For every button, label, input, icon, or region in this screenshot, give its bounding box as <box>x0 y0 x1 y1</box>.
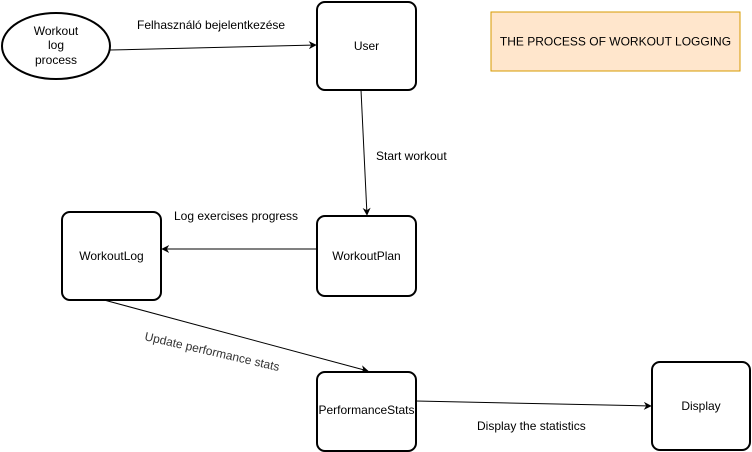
performance-stats-node[interactable]: PerformanceStats <box>316 371 417 452</box>
edge-start-workout-arrow <box>360 89 371 216</box>
edge-login-arrow <box>109 41 317 51</box>
workout-log-node-label: WorkoutLog <box>79 249 143 263</box>
edge-display-stats-label: Display the statistics <box>477 419 586 433</box>
display-node[interactable]: Display <box>651 361 751 451</box>
edge-log-progress-label: Log exercises progress <box>174 209 298 223</box>
start-node-label-line2: log <box>48 38 64 52</box>
performance-stats-node-label: PerformanceStats <box>318 403 414 417</box>
edge-login-label: Felhasználó bejelentkezése <box>137 18 285 32</box>
start-node[interactable]: Workout log process <box>1 12 111 80</box>
start-node-label-line1: Workout <box>34 24 79 38</box>
workout-plan-node[interactable]: WorkoutPlan <box>316 215 417 297</box>
edge-display-stats-arrow <box>415 400 652 410</box>
edge-update-stats-label: Update performance stats <box>143 329 281 374</box>
edge-start-workout-label: Start workout <box>376 149 447 163</box>
edge-update-stats-arrow <box>103 299 369 373</box>
edge-update-stats: Update performance stats <box>103 299 369 374</box>
display-node-label: Display <box>681 399 720 413</box>
workout-plan-node-label: WorkoutPlan <box>332 249 400 263</box>
edge-start-workout: Start workout <box>360 89 447 216</box>
edge-display-stats: Display the statistics <box>415 400 652 433</box>
title-box: THE PROCESS OF WORKOUT LOGGING <box>490 11 741 72</box>
workout-log-node[interactable]: WorkoutLog <box>61 211 162 301</box>
start-node-label-line3: process <box>35 53 77 67</box>
edge-log-progress: Log exercises progress <box>161 209 317 253</box>
user-node[interactable]: User <box>316 1 417 91</box>
edge-login: Felhasználó bejelentkezése <box>109 18 317 51</box>
user-node-label: User <box>354 39 379 53</box>
diagram-title: THE PROCESS OF WORKOUT LOGGING <box>500 35 731 49</box>
